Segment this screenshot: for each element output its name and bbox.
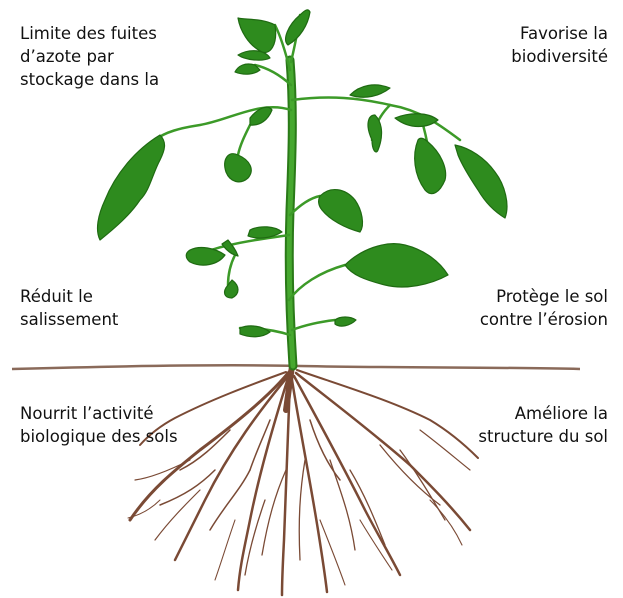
label-line: Limite des fuites	[20, 22, 159, 45]
leaf-top-left	[238, 18, 276, 53]
label-nitrogen-leakage: Limite des fuites d’azote par stockage d…	[20, 22, 159, 91]
label-line: contre l’érosion	[480, 308, 608, 331]
label-line: Protège le sol	[480, 285, 608, 308]
label-line: Améliore la	[478, 402, 608, 425]
leaf-top-right-small	[350, 85, 390, 97]
leaf-left-lower-small	[222, 240, 238, 256]
label-line: stockage dans la	[20, 68, 159, 91]
label-soil-structure: Améliore la structure du sol	[478, 402, 608, 448]
label-line: Favorise la	[511, 22, 608, 45]
label-line: d’azote par	[20, 45, 159, 68]
leaf-right-1	[368, 115, 382, 152]
label-line: salissement	[20, 308, 118, 331]
leaf-left-hanging	[225, 280, 238, 298]
leaf-bottom-left	[240, 326, 270, 337]
label-line: structure du sol	[478, 425, 608, 448]
leaf-right-3	[415, 138, 446, 193]
leaf-right-2	[395, 114, 438, 127]
label-biodiversity: Favorise la biodiversité	[511, 22, 608, 68]
label-line: biodiversité	[511, 45, 608, 68]
leaf-right-lower-big	[345, 244, 448, 287]
leaf-bottom-right	[335, 317, 356, 326]
label-weed-reduction: Réduit le salissement	[20, 285, 118, 331]
label-line: Nourrit l’activité	[20, 402, 178, 425]
leaf-big-left	[98, 135, 165, 240]
label-soil-biology: Nourrit l’activité biologique des sols	[20, 402, 178, 448]
leaf-upper-small-left	[235, 64, 260, 74]
leaf-left-lower	[186, 248, 225, 266]
leaf-top-right	[286, 10, 310, 45]
leaf-right-big	[455, 145, 507, 218]
leaf-left-mid	[225, 154, 251, 182]
label-line: Réduit le	[20, 285, 118, 308]
root-system	[128, 366, 478, 595]
leaf-mid-right	[319, 190, 363, 232]
label-erosion-protection: Protège le sol contre l’érosion	[480, 285, 608, 331]
label-line: biologique des sols	[20, 425, 178, 448]
branches	[155, 15, 460, 335]
